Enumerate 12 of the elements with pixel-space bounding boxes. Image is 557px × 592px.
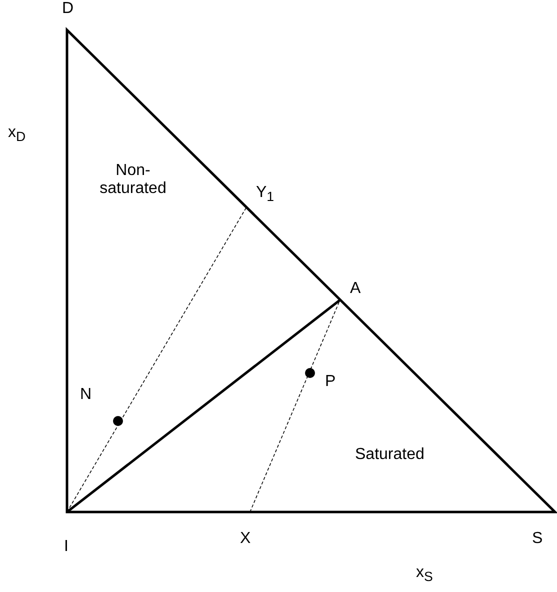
vertex-label: I (64, 538, 68, 556)
vertex-label: S (532, 530, 543, 548)
point-label: P (325, 373, 336, 391)
point-label: Y$_{1}$ (256, 184, 274, 206)
axis-label: x$_{S}$ (416, 564, 433, 586)
point-label: N (80, 386, 92, 404)
region-label: Saturated (355, 446, 424, 464)
point-label: X (240, 530, 251, 548)
axis-label: x$_{D}$ (8, 124, 26, 146)
region-label: Non-saturated (98, 162, 168, 198)
point-label: A (350, 280, 361, 298)
vertex-label: D (62, 0, 74, 18)
